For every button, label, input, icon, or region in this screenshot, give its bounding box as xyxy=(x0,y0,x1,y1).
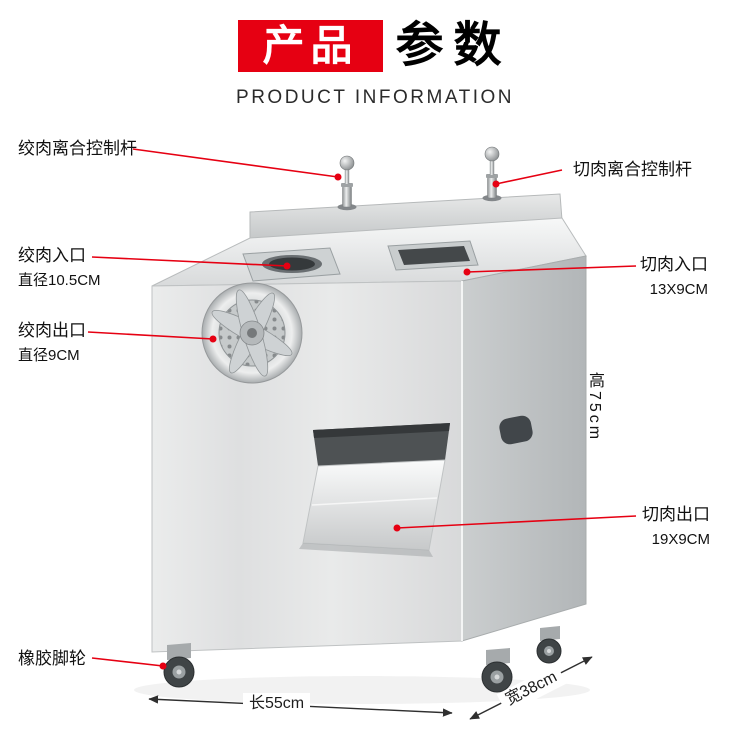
cut-clutch-lever xyxy=(482,146,502,202)
grind-outlet-label: 绞肉出口 xyxy=(18,321,86,340)
machine-side-face xyxy=(461,255,587,642)
grind-outlet-value: 直径9CM xyxy=(18,347,80,364)
grind-clutch-lever xyxy=(337,155,357,211)
side-handle-cutout xyxy=(499,415,533,445)
callout-dots xyxy=(159,173,500,670)
cut-inlet-value: 13X9CM xyxy=(649,281,708,298)
callout-grind-lever: 绞肉离合控制杆 xyxy=(18,140,137,157)
cut-inlet-label: 切肉入口 xyxy=(640,255,708,274)
subtitle: PRODUCT INFORMATION xyxy=(236,87,514,108)
callout-grind-inlet: 绞肉入口 直径10.5CM xyxy=(18,247,101,288)
callout-grind-outlet: 绞肉出口 直径9CM xyxy=(18,322,86,363)
cut-inlet-opening xyxy=(387,240,479,271)
cut-outlet-label: 切肉出口 xyxy=(642,505,710,524)
callout-casters: 橡胶脚轮 xyxy=(18,650,86,667)
grind-inlet-label: 绞肉入口 xyxy=(18,246,86,265)
caster-wheel-right-front xyxy=(481,648,513,693)
dimension-height-label: 高75cm xyxy=(586,372,603,443)
dimension-length-label: 长55cm xyxy=(243,693,311,715)
grind-inlet-opening xyxy=(242,247,341,282)
title-highlight: 产品 xyxy=(238,20,383,72)
cut-lever-label: 切肉离合控制杆 xyxy=(573,160,692,179)
header: 产品 参数 PRODUCT INFORMATION xyxy=(0,20,750,109)
cut-outlet-chute xyxy=(299,423,450,557)
grind-lever-label: 绞肉离合控制杆 xyxy=(18,139,137,158)
caster-wheel-right-back xyxy=(536,626,562,664)
cut-outlet-value: 19X9CM xyxy=(651,531,710,548)
callout-cut-lever: 切肉离合控制杆 xyxy=(573,161,692,178)
casters-label: 橡胶脚轮 xyxy=(18,649,86,668)
callout-cut-outlet: 切肉出口 19X9CM xyxy=(642,506,710,547)
title-rest: 参数 xyxy=(395,19,512,72)
callout-lines xyxy=(87,148,637,667)
page-title: 产品 参数 xyxy=(0,20,750,72)
grinder-outlet-plate xyxy=(201,282,303,384)
grind-inlet-value: 直径10.5CM xyxy=(18,272,101,289)
callout-cut-inlet: 切肉入口 13X9CM xyxy=(640,256,708,297)
caster-wheel-left xyxy=(163,643,195,688)
